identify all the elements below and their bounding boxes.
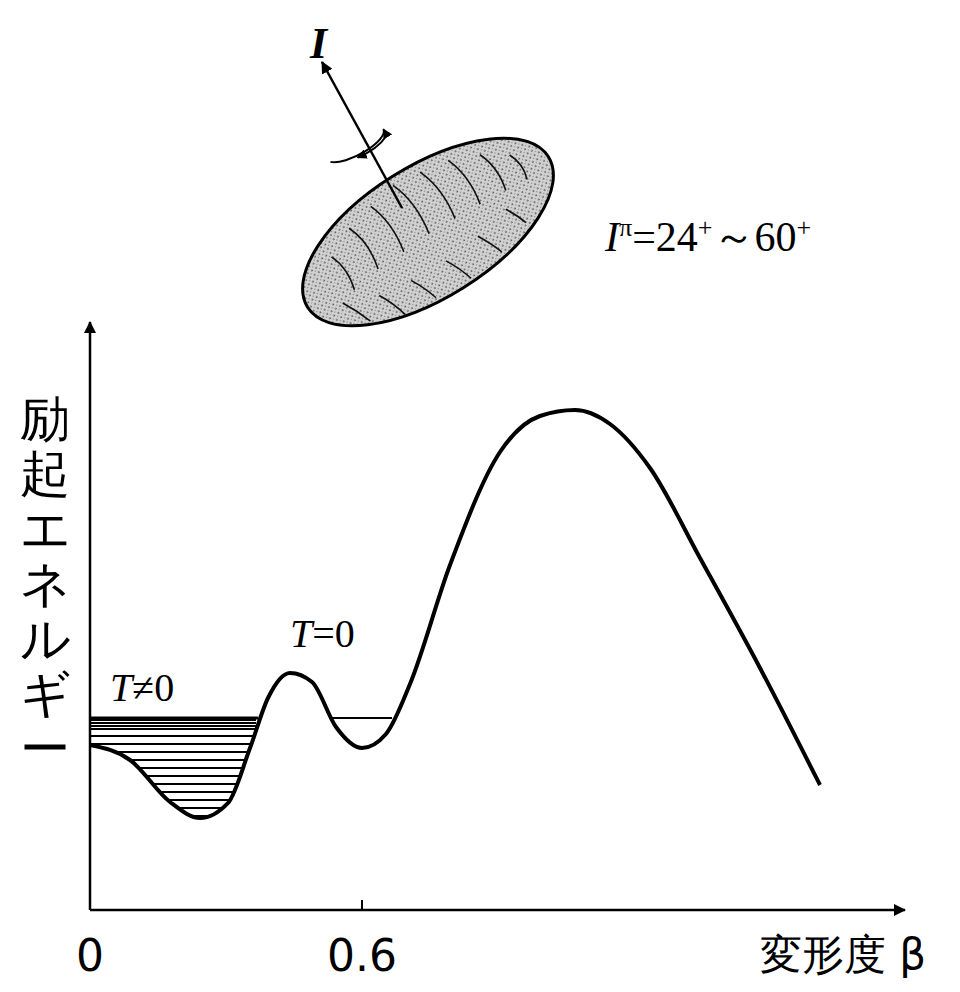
- hatch-line: [90, 725, 256, 727]
- tick-value: 0.6: [327, 934, 397, 978]
- hatch-line: [90, 767, 256, 769]
- y-axis: [89, 322, 92, 910]
- hatch-line: [90, 743, 256, 745]
- spin-vector: [322, 62, 402, 208]
- hatch-line: [90, 722, 256, 724]
- hatch-line: [90, 728, 256, 730]
- level-line: [330, 717, 392, 719]
- well-hatching: [90, 720, 256, 824]
- hatch-line: [90, 775, 256, 777]
- temperature-label: T=0: [290, 614, 355, 654]
- vector-label: I: [310, 22, 327, 66]
- hatch-line: [90, 783, 256, 785]
- temperature-label: T≠0: [110, 668, 174, 708]
- hatch-line: [90, 735, 256, 737]
- level-line: [90, 717, 258, 720]
- hatch-line: [90, 823, 256, 825]
- rotation-arrow: [329, 129, 390, 170]
- potential-curve: [90, 410, 820, 818]
- spin-range: Iπ=24+～60+: [605, 216, 811, 258]
- deformed-nucleus: [273, 101, 584, 363]
- x-axis: [90, 909, 905, 912]
- axis-title: 励起エネルギー: [20, 392, 70, 777]
- hatch-line: [90, 791, 256, 793]
- hatch-line: [90, 815, 256, 817]
- axis-tick: [361, 900, 363, 910]
- axis-title: 変形度 β: [760, 934, 926, 976]
- tick-value: 0: [76, 934, 104, 978]
- hatch-line: [90, 759, 256, 761]
- hatch-line: [90, 807, 256, 809]
